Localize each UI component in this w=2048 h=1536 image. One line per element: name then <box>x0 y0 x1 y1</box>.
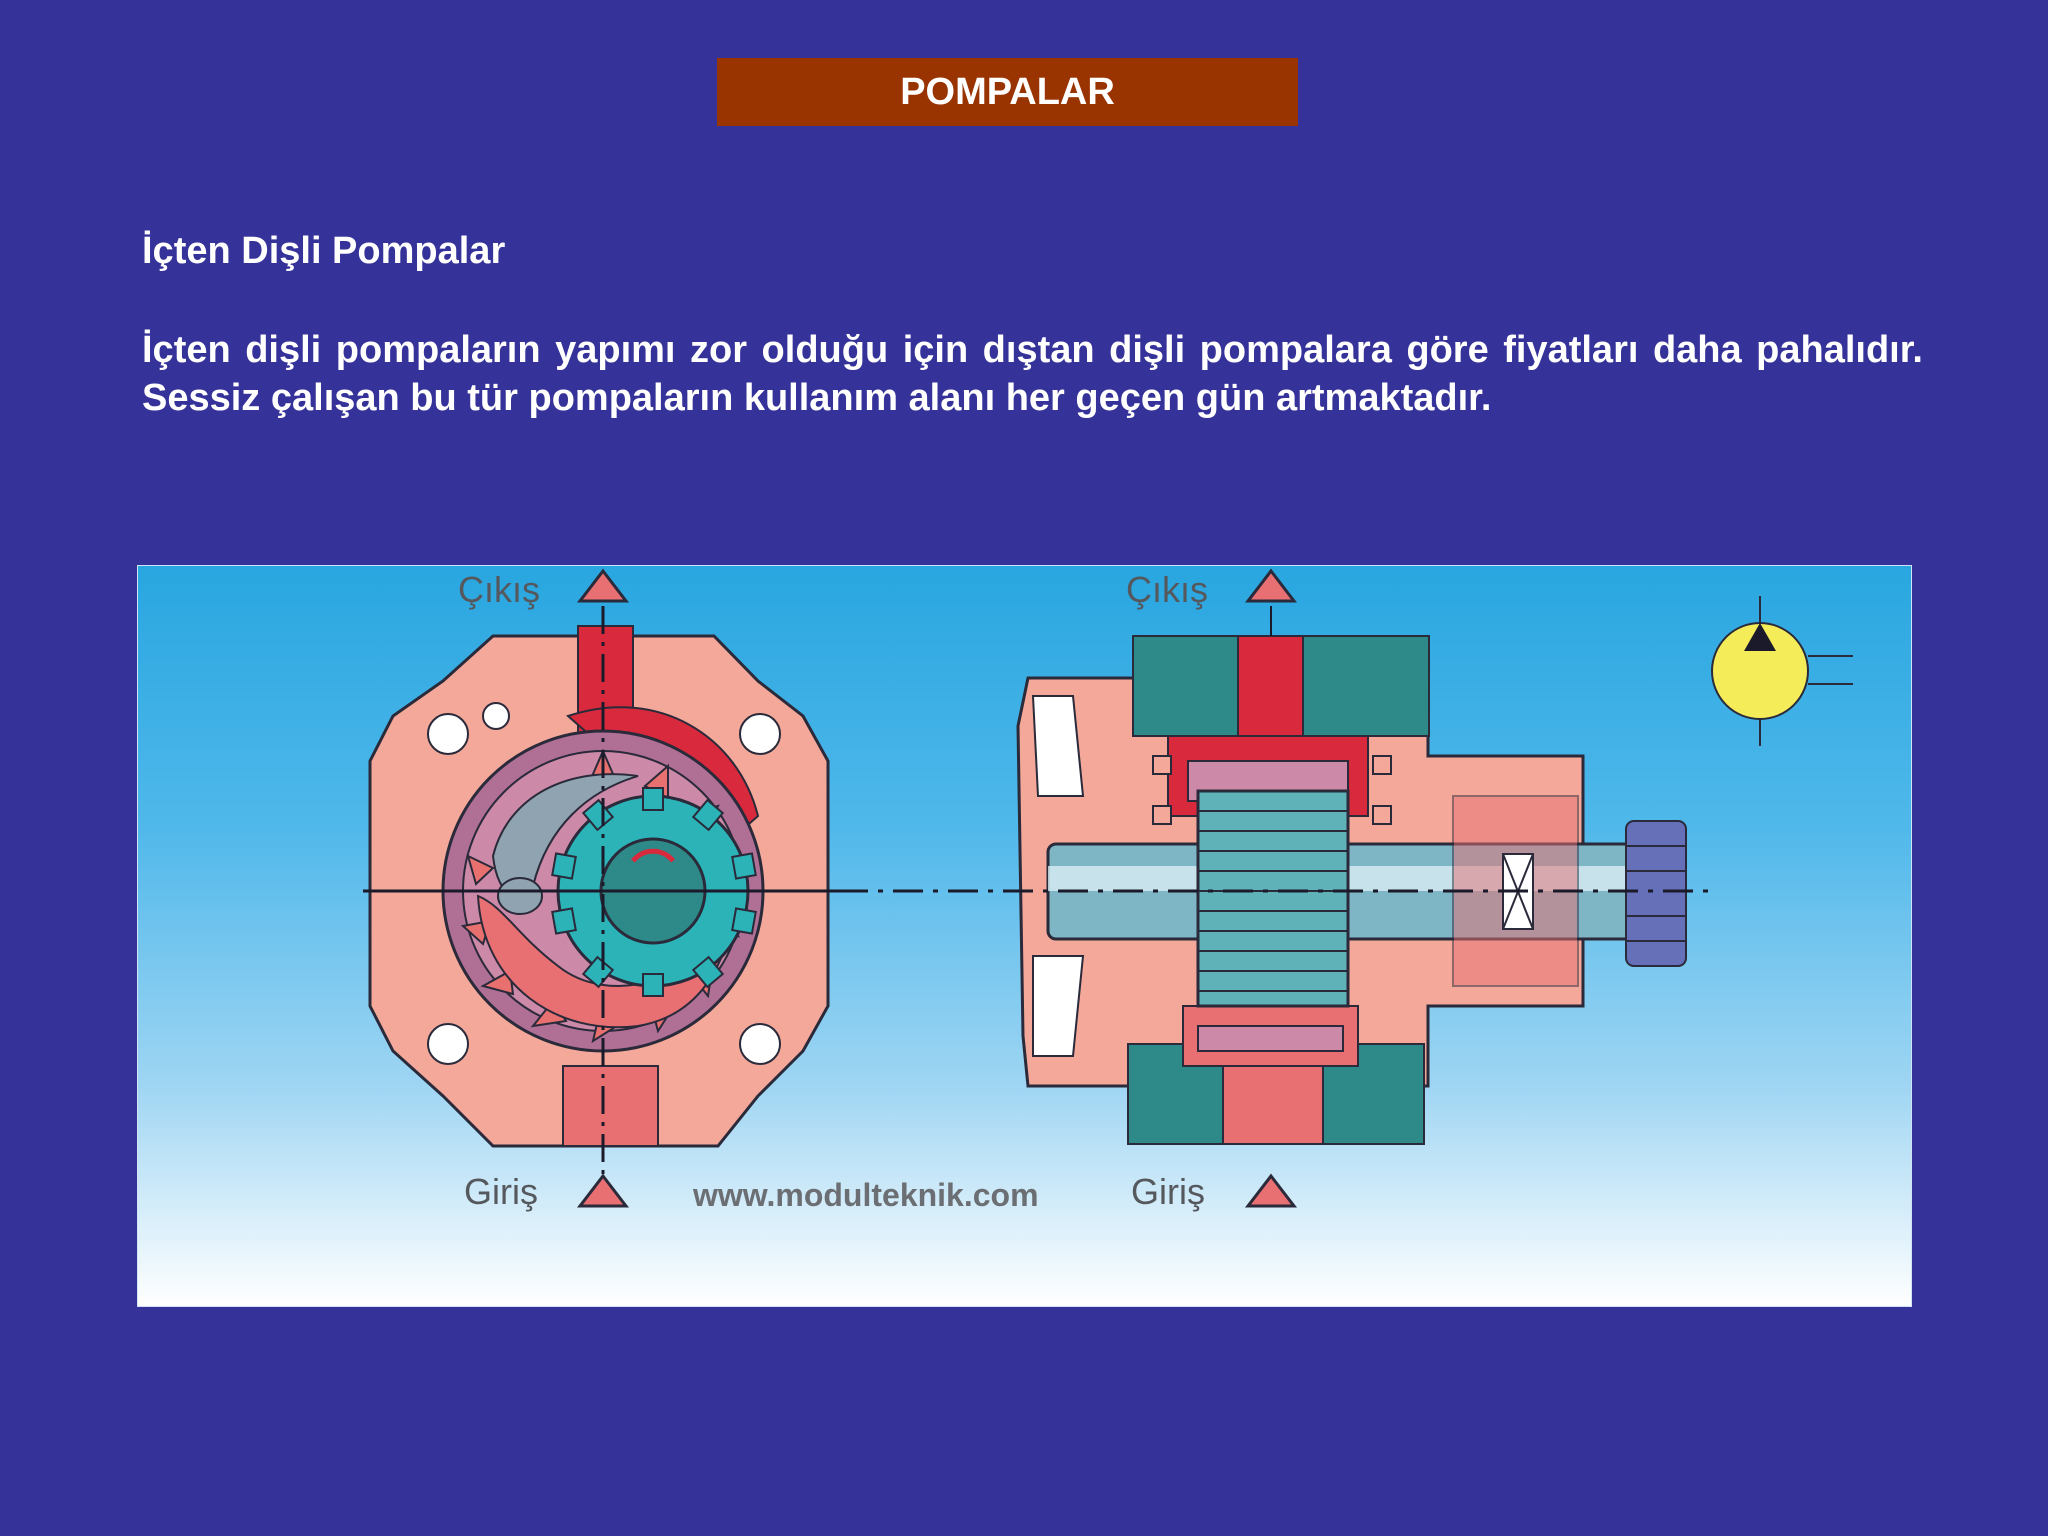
diagram-svg: Çıkış Giriş <box>363 568 1853 1213</box>
hydraulic-pump-symbol-icon <box>1711 596 1853 746</box>
left-bolt-holes <box>427 702 781 1065</box>
watermark-text: www.modulteknik.com <box>692 1177 1039 1213</box>
left-inlet-port <box>562 1065 659 1147</box>
right-outlet-label: Çıkış <box>1126 569 1208 610</box>
body-paragraph: İçten dişli pompaların yapımı zor olduğu… <box>142 329 1923 419</box>
right-inlet-label: Giriş <box>1131 1171 1205 1212</box>
right-inlet-arrow-icon <box>1244 1173 1298 1208</box>
right-longitudinal-section: Çıkış Giriş <box>838 568 1718 1212</box>
left-inlet-arrow-icon <box>576 1173 630 1208</box>
internal-gear-pump-diagram: Çıkış Giriş <box>137 565 1912 1307</box>
slide-title-text: POMPALAR <box>900 70 1115 113</box>
left-outlet-label: Çıkış <box>458 569 540 610</box>
left-inlet-label: Giriş <box>464 1171 538 1212</box>
section-heading: İçten Dişli Pompalar <box>142 230 506 272</box>
right-coupling <box>1625 820 1687 967</box>
left-cross-section: Çıkış Giriş <box>363 568 858 1212</box>
right-gear-stack <box>1196 789 1350 1008</box>
left-outlet-arrow-icon <box>576 568 630 603</box>
slide-title: POMPALAR <box>717 58 1298 126</box>
right-outlet-arrow-icon <box>1244 568 1298 603</box>
